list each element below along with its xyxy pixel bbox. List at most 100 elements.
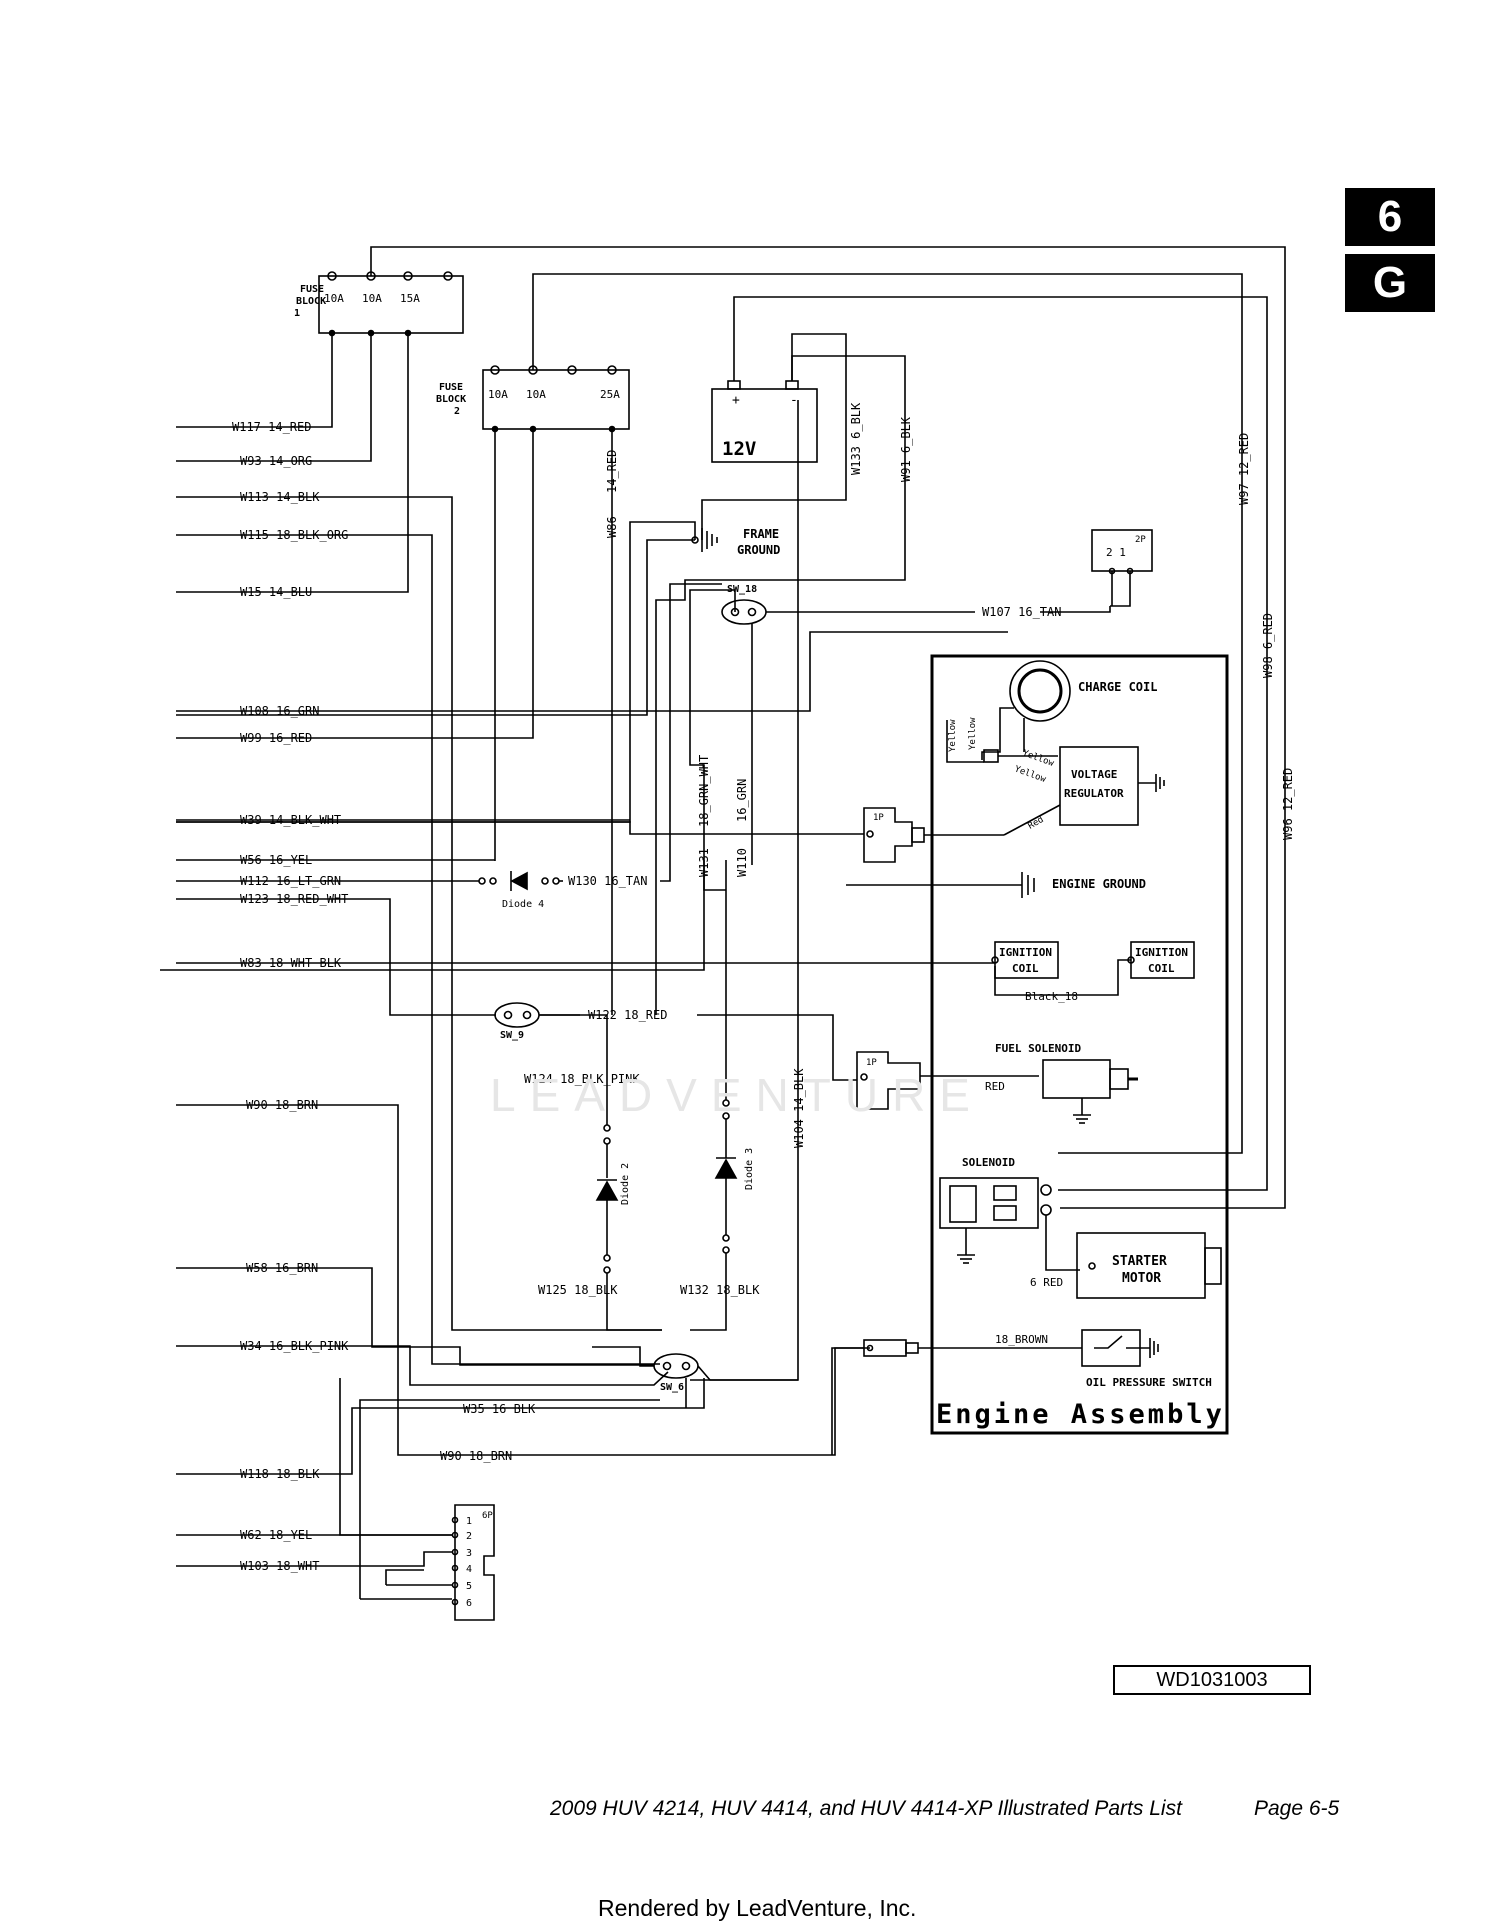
fuse-rating: 10A — [526, 388, 546, 401]
wire-label: 14_RED — [605, 450, 619, 493]
connector-6p-pin: 6 — [466, 1598, 472, 1609]
frame-ground-label: GROUND — [737, 543, 780, 557]
fuse-rating: 10A — [488, 388, 508, 401]
wire-label: W118 18_BLK — [240, 1467, 320, 1481]
wire-label: W130 16_TAN — [568, 874, 647, 888]
wire-label: W108 16_GRN — [240, 704, 319, 718]
connector-6p: 1 2 3 4 5 6 6P — [451, 1504, 495, 1621]
fuse-block-2: FUSE BLOCK 2 10A 10A 25A — [436, 365, 630, 433]
frame-ground-symbol: FRAME GROUND — [691, 527, 780, 557]
wire-label: W124 18_BLK_PINK — [524, 1072, 640, 1086]
red-label: RED — [985, 1080, 1005, 1093]
wire-label: W133 6_BLK — [849, 402, 863, 475]
connector-2p-tag: 2P — [1135, 535, 1146, 545]
wire-label: W83 18_WHT_BLK — [240, 956, 342, 970]
connector-1p-upper: 1P — [863, 807, 925, 863]
wire-label: W35 16 BLK — [463, 1402, 536, 1416]
ignition-coil-label: COIL — [1012, 962, 1039, 975]
ignition-coil-label: COIL — [1148, 962, 1175, 975]
engine-assembly-title: Engine Assembly — [936, 1399, 1225, 1430]
vertical-wire-labels: W86 14_RED W133 6_BLK W91 6_BLK W97 12_R… — [605, 402, 1295, 1148]
switch-label: SW_18 — [727, 584, 757, 595]
diagram-id-box: WD1031003 — [1113, 1665, 1311, 1695]
fuse-block-2-label: BLOCK — [436, 394, 466, 405]
wire-label: W56 16_YEL — [240, 853, 312, 867]
wire-label: W132 18_BLK — [680, 1283, 760, 1297]
wire-color-label: Yellow — [948, 719, 958, 752]
connector-2p-pins: 2 1 — [1106, 546, 1126, 559]
switch-label: SW_9 — [500, 1030, 524, 1041]
footer-page-number: Page 6-5 — [1254, 1797, 1340, 1820]
starter-motor-label: MOTOR — [1122, 1271, 1161, 1286]
wire-label: W91 6_BLK — [899, 416, 913, 482]
oil-pressure-switch-label: OIL PRESSURE SWITCH — [1086, 1376, 1212, 1389]
wire-label: W107 16_TAN — [982, 605, 1061, 619]
wire-label: W123 18_RED_WHT — [240, 892, 348, 906]
wire-color-label: Yellow — [1021, 748, 1056, 769]
fuse-block-1-label: 1 — [294, 308, 300, 319]
fuse-block-1-label: BLOCK — [296, 296, 326, 307]
voltage-regulator-label: REGULATOR — [1064, 787, 1124, 800]
diode-4: Diode 4 — [478, 871, 560, 910]
rendered-by-credit: Rendered by LeadVenture, Inc. — [598, 1895, 917, 1921]
connector-1p-lower: 1P — [856, 1051, 921, 1110]
connector-6p-tag: 6P — [482, 1511, 493, 1521]
wire-label: W115 18_BLK_ORG — [240, 528, 348, 542]
wire-label: W90 18_BRN — [440, 1449, 512, 1463]
battery-voltage: 12V — [722, 438, 756, 460]
fuse-block-2-label: 2 — [454, 406, 460, 417]
wire-label: W90 18_BRN — [246, 1098, 318, 1112]
wire-label: W110 — [735, 848, 749, 877]
diode-2: Diode 2 — [595, 1124, 631, 1274]
fuse-rating: 10A — [362, 292, 382, 305]
frame-ground-label: FRAME — [743, 527, 779, 541]
diode-label: Diode 4 — [502, 899, 544, 910]
connector-6p-pin: 3 — [466, 1548, 472, 1559]
switch-sw9: SW_9 — [494, 1002, 540, 1041]
wire-label: W86 — [605, 516, 619, 538]
battery: + - 12V — [711, 380, 818, 463]
wire-label: W117 14_RED — [232, 420, 311, 434]
wire-label: W98 6_RED — [1261, 613, 1275, 678]
section-tab-letter: G — [1345, 254, 1435, 312]
connector-6p-pin: 4 — [466, 1564, 472, 1575]
wire-label: W125 18_BLK — [538, 1283, 618, 1297]
starter-motor-label: STARTER — [1112, 1254, 1167, 1269]
section-tab-number: 6 — [1345, 188, 1435, 246]
fuse-block-2-label: FUSE — [439, 382, 463, 393]
switch-label: SW_6 — [660, 1382, 684, 1393]
diode-label: Diode 3 — [744, 1148, 755, 1190]
fuse-block-1: FUSE BLOCK 1 10A 10A 15A — [294, 271, 464, 337]
switch-sw6: SW_6 — [653, 1353, 699, 1393]
engine-ground-label: ENGINE GROUND — [1052, 877, 1146, 891]
wire-label: 18_GRN_WHT — [697, 755, 711, 827]
wire-label: W62 18_YEL — [240, 1528, 312, 1542]
wire-label: 16_GRN — [735, 779, 749, 822]
ignition-coil-label: IGNITION — [999, 946, 1052, 959]
wire-label: W93 14_ORG — [240, 454, 312, 468]
connector-6p-pin: 2 — [466, 1531, 472, 1542]
wire-label: W103 18_WHT — [240, 1559, 319, 1573]
wire-label: W58 16_BRN — [246, 1261, 318, 1275]
connector-6p-pin: 5 — [466, 1581, 472, 1592]
fuse-rating: 10A — [324, 292, 344, 305]
wire-label: W131 — [697, 848, 711, 877]
wire-label: W15 14_BLU — [240, 585, 312, 599]
fuse-rating: 15A — [400, 292, 420, 305]
diode-3: Diode 3 — [714, 1099, 755, 1254]
wire-label: W99 16_RED — [240, 731, 312, 745]
connector-2p: 2 1 2P — [1091, 529, 1153, 575]
black-18-label: Black_18 — [1025, 990, 1078, 1003]
wire-label: W34 16_BLK_PINK — [240, 1339, 349, 1353]
switch-sw18: SW_18 — [721, 584, 767, 625]
battery-minus: - — [790, 393, 798, 408]
wire-label: W104 14_BLK — [792, 1068, 806, 1148]
connector-1p-tag: 1P — [873, 813, 884, 823]
wire-label: W97 12_RED — [1237, 433, 1251, 505]
footer-title: 2009 HUV 4214, HUV 4414, and HUV 4414-XP… — [550, 1797, 1182, 1820]
charge-coil-label: CHARGE COIL — [1078, 680, 1157, 694]
diode-label: Diode 2 — [620, 1163, 631, 1205]
wire-label: W113 14_BLK — [240, 490, 320, 504]
brown-18-label: 18_BROWN — [995, 1333, 1048, 1346]
